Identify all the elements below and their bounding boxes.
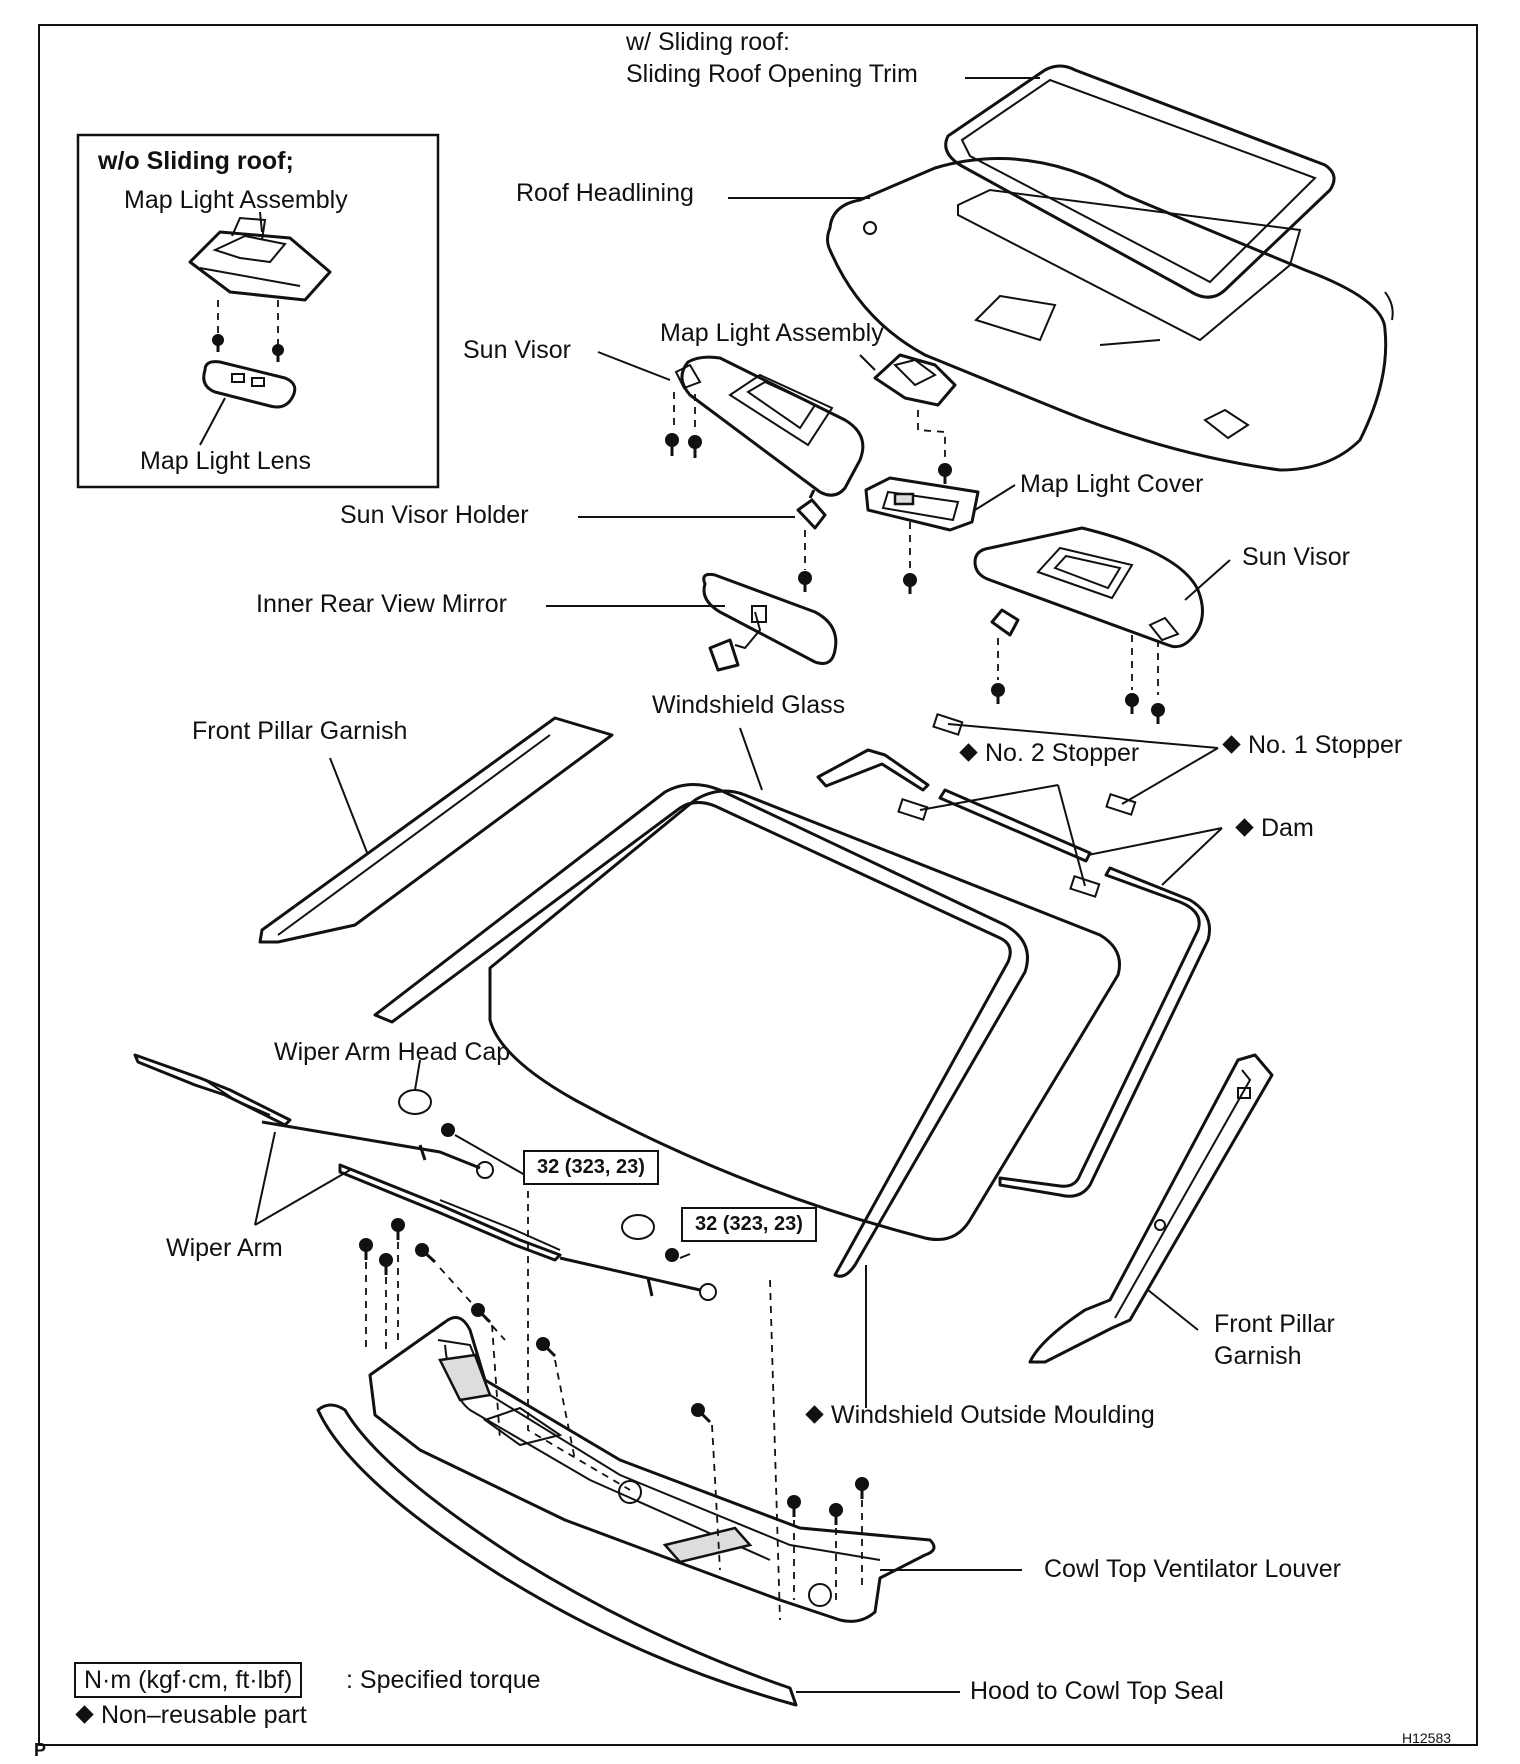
- corner-mark-p: P: [34, 1740, 47, 1760]
- legend-non-reusable-text: Non–reusable part: [101, 1701, 307, 1729]
- roof-headlining: [826, 157, 1394, 472]
- label-inset-map-light-lens: Map Light Lens: [140, 447, 311, 475]
- no2-stopper-text: No. 2 Stopper: [985, 739, 1140, 767]
- stoppers: [897, 713, 1137, 898]
- figure-code: H12583: [1402, 1730, 1452, 1746]
- label-sun-visor-right: Sun Visor: [1242, 543, 1350, 571]
- label-front-pillar-garnish-right-2: Garnish: [1214, 1342, 1302, 1370]
- front-pillar-garnish-right: [1028, 1053, 1274, 1364]
- sun-visor-holder: [796, 489, 827, 530]
- inset-screws: [212, 334, 284, 362]
- cowl-bolts: [359, 1218, 869, 1525]
- label-inset-title: w/o Sliding roof;: [98, 147, 294, 175]
- label-inset-map-light-assembly: Map Light Assembly: [124, 186, 348, 214]
- windshield-outside-moulding: [373, 783, 1029, 1278]
- label-windshield-glass: Windshield Glass: [652, 691, 846, 719]
- label-sliding-roof-opening-trim: Sliding Roof Opening Trim: [626, 60, 918, 88]
- legend-non-reusable: Non–reusable part: [75, 1700, 307, 1730]
- label-front-pillar-garnish-right-1: Front Pillar: [1214, 1310, 1335, 1338]
- sun-visor-left: [674, 355, 865, 497]
- wiper-arm-right: [338, 1163, 717, 1301]
- label-wiper-arm-head-cap: Wiper Arm Head Cap: [274, 1038, 511, 1066]
- non-reusable-diamond-icon: [805, 1405, 824, 1424]
- front-pillar-garnish-left: [258, 716, 614, 944]
- sun-visor-screws-left: [665, 392, 702, 458]
- label-hood-to-cowl-top-seal: Hood to Cowl Top Seal: [970, 1677, 1224, 1705]
- map-light-assembly: [859, 353, 957, 407]
- sliding-roof-opening-trim: [944, 64, 1336, 299]
- label-windshield-outside-moulding: Windshield Outside Moulding: [805, 1400, 1155, 1430]
- label-sliding-roof-line1: w/ Sliding roof:: [626, 28, 790, 56]
- non-reusable-diamond-icon: [959, 743, 978, 762]
- sun-visor-right: [973, 526, 1204, 649]
- label-front-pillar-garnish-left: Front Pillar Garnish: [192, 717, 408, 745]
- torque-value-1: 32 (323, 23): [523, 1150, 659, 1185]
- legend-torque-desc: : Specified torque: [346, 1666, 541, 1694]
- non-reusable-diamond-icon: [1222, 735, 1241, 754]
- windshield-outside-moulding-text: Windshield Outside Moulding: [831, 1401, 1155, 1429]
- label-sun-visor-left: Sun Visor: [463, 336, 571, 364]
- windshield-glass: [488, 789, 1121, 1241]
- label-map-light-assembly: Map Light Assembly: [660, 319, 884, 347]
- inset-box: [76, 133, 440, 489]
- label-no2-stopper: No. 2 Stopper: [959, 738, 1140, 768]
- label-sun-visor-holder: Sun Visor Holder: [340, 501, 529, 529]
- inset-map-light-lens: [202, 360, 297, 409]
- label-dam: Dam: [1235, 813, 1314, 843]
- non-reusable-diamond-icon: [1235, 818, 1254, 837]
- non-reusable-diamond-icon: [75, 1705, 94, 1724]
- label-roof-headlining: Roof Headlining: [516, 179, 694, 207]
- inset-map-light-assembly: [188, 216, 332, 302]
- dam-strips: [816, 748, 1211, 1198]
- label-map-light-cover: Map Light Cover: [1020, 470, 1204, 498]
- hood-to-cowl-top-seal: [316, 1403, 798, 1707]
- sun-visor-clips-right: [990, 608, 1165, 724]
- label-no1-stopper: No. 1 Stopper: [1222, 730, 1403, 760]
- wiper-arm-left: [133, 1053, 494, 1179]
- dam-text: Dam: [1261, 814, 1314, 842]
- no1-stopper-text: No. 1 Stopper: [1248, 731, 1403, 759]
- diagram-frame: [38, 24, 1478, 1746]
- inner-rear-view-mirror: [702, 572, 838, 672]
- legend-torque-units: N·m (kgf·cm, ft·lbf): [74, 1662, 303, 1698]
- cowl-top-ventilator-louver: [368, 1316, 936, 1623]
- map-light-cover: [864, 476, 980, 532]
- label-wiper-arm: Wiper Arm: [166, 1234, 283, 1262]
- label-cowl-top-ventilator-louver: Cowl Top Ventilator Louver: [1044, 1555, 1341, 1583]
- torque-value-2: 32 (323, 23): [681, 1207, 817, 1242]
- label-inner-rear-view-mirror: Inner Rear View Mirror: [256, 590, 508, 618]
